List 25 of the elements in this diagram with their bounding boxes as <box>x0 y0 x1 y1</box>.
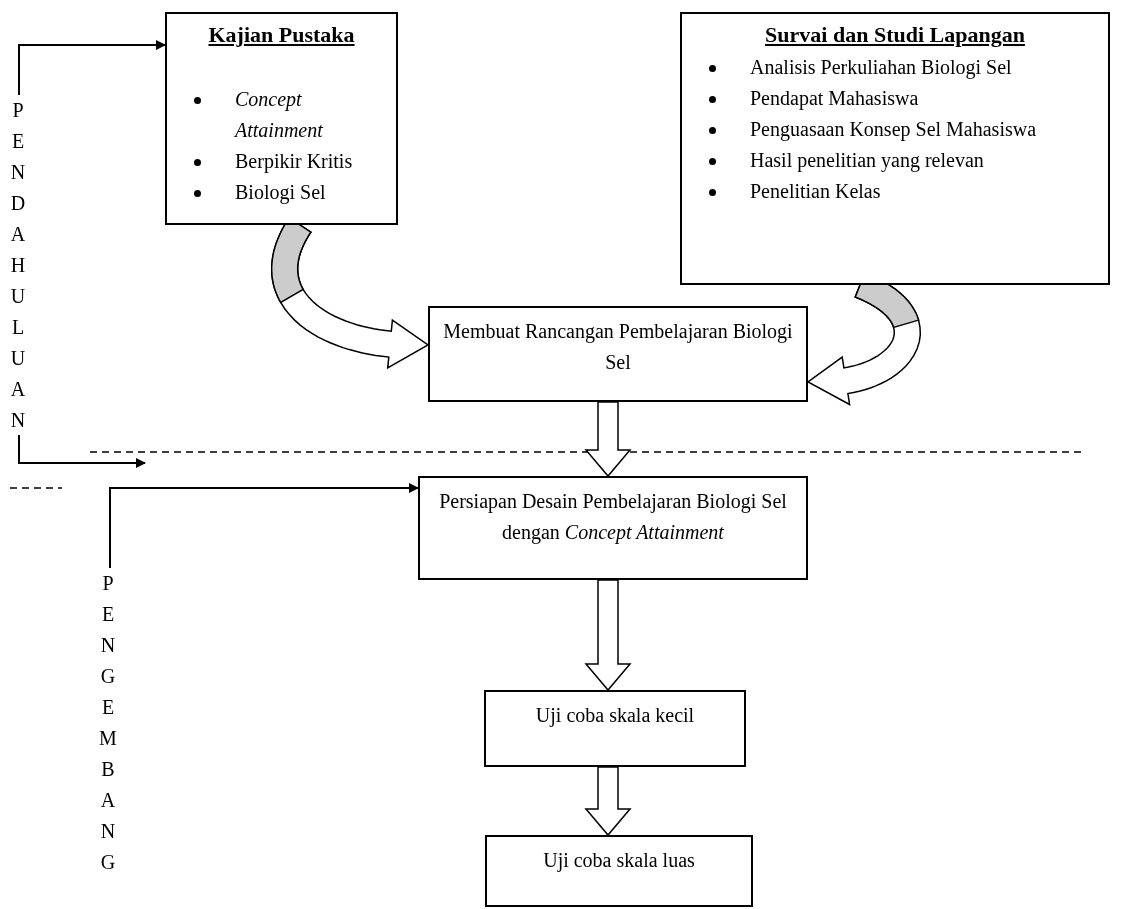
bullet-text: Berpikir Kritis <box>235 149 353 175</box>
process-box <box>485 835 753 907</box>
bullet-text: Biologi Sel <box>235 180 326 206</box>
arrow <box>18 434 146 468</box>
bullet-text: Penguasaan Konsep Sel Mahasiswa <box>750 117 1037 143</box>
arrow <box>109 483 419 569</box>
process-box <box>428 306 808 402</box>
list-box <box>165 12 398 225</box>
phase-label: PENGEMBANG <box>98 568 118 880</box>
bullet-text: Concept Attainment <box>235 87 324 143</box>
bullet-text: Pendapat Mahasiswa <box>750 86 919 112</box>
box-text: Uji coba skala luas <box>543 848 695 874</box>
arrow <box>18 40 166 96</box>
process-box <box>484 690 746 767</box>
box-heading: Kajian Pustaka <box>207 21 356 49</box>
box-heading: Survai dan Studi Lapangan <box>764 21 1026 49</box>
phase-label: PENDAHULUAN <box>8 95 28 435</box>
box-text: Membuat Rancangan Pembelajaran Biologi Sel <box>442 319 794 375</box>
process-box <box>418 476 808 580</box>
list-box <box>680 12 1110 285</box>
box-text: Persiapan Desain Pembelajaran Biologi Sel dengan Concept Attainment <box>438 489 788 546</box>
box-text: Uji coba skala kecil <box>535 703 695 729</box>
bullet-text: Hasil penelitian yang relevan <box>750 148 984 174</box>
bullet-text: Analisis Perkuliahan Biologi Sel <box>750 55 1012 81</box>
bullet-text: Penelitian Kelas <box>750 179 881 204</box>
